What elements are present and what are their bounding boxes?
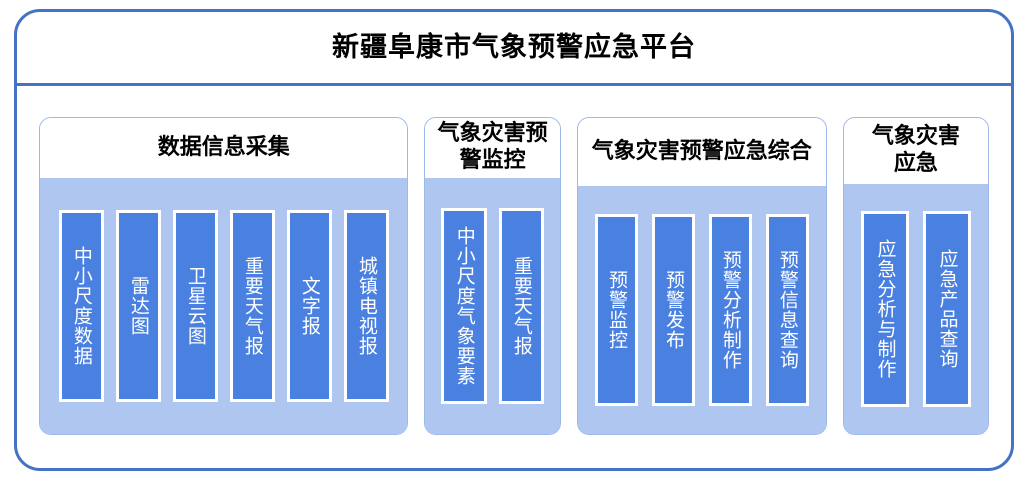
item-label: 中小尺度气象要素 bbox=[453, 226, 476, 386]
item-card[interactable]: 预警信息查询 bbox=[765, 214, 809, 406]
item-label: 预警监控 bbox=[605, 270, 628, 350]
item-label: 雷达图 bbox=[127, 276, 150, 336]
group-title: 气象灾害预 警监控 bbox=[437, 121, 548, 173]
group-body-disaster-emergency: 应急分析与制作 应急产品查询 bbox=[843, 184, 988, 434]
item-card[interactable]: 雷达图 bbox=[115, 210, 161, 402]
group-title: 气象灾害 应急 bbox=[871, 124, 960, 176]
group-body-warning-emergency-integrated: 预警监控 预警发布 预警分析制作 预警信息查询 bbox=[577, 186, 826, 434]
item-card[interactable]: 中小尺度数据 bbox=[58, 210, 104, 402]
page-title: 新疆阜康市气象预警应急平台 bbox=[332, 32, 696, 63]
group-title: 数据信息采集 bbox=[157, 134, 290, 160]
item-card[interactable]: 预警分析制作 bbox=[708, 214, 752, 406]
group-title: 气象灾害预警应急综合 bbox=[591, 138, 812, 164]
group-body-warning-monitoring: 中小尺度气象要素 重要天气报 bbox=[425, 178, 560, 434]
item-card[interactable]: 重要天气报 bbox=[498, 208, 544, 404]
group-header-data-collection: 数据信息采集 bbox=[40, 118, 408, 178]
item-label: 预警发布 bbox=[662, 270, 685, 350]
group-panel-warning-monitoring[interactable]: 气象灾害预 警监控 中小尺度气象要素 重要天气报 bbox=[424, 117, 561, 435]
group-header-warning-monitoring: 气象灾害预 警监控 bbox=[425, 118, 560, 178]
group-header-warning-emergency-integrated: 气象灾害预警应急综合 bbox=[577, 118, 826, 186]
item-label: 卫星云图 bbox=[184, 266, 207, 346]
group-header-disaster-emergency: 气象灾害 应急 bbox=[843, 118, 988, 184]
item-label: 重要天气报 bbox=[241, 256, 264, 356]
item-card[interactable]: 卫星云图 bbox=[172, 210, 218, 402]
title-bar: 新疆阜康市气象预警应急平台 bbox=[17, 12, 1011, 86]
item-label: 预警信息查询 bbox=[776, 250, 799, 370]
group-panel-disaster-emergency[interactable]: 气象灾害 应急 应急分析与制作 应急产品查询 bbox=[842, 117, 989, 435]
item-label: 城镇电视报 bbox=[355, 256, 378, 356]
item-card[interactable]: 预警监控 bbox=[594, 214, 638, 406]
group-panel-warning-emergency-integrated[interactable]: 气象灾害预警应急综合 预警监控 预警发布 预警分析制作 预警信息查询 bbox=[576, 117, 827, 435]
item-label: 应急产品查询 bbox=[936, 249, 959, 369]
item-card[interactable]: 城镇电视报 bbox=[343, 210, 389, 402]
group-panel-data-collection[interactable]: 数据信息采集 中小尺度数据 雷达图 卫星云图 重要天气报 bbox=[39, 117, 409, 435]
item-card[interactable]: 应急分析与制作 bbox=[860, 211, 909, 407]
item-label: 应急分析与制作 bbox=[874, 239, 897, 379]
groups-container: 数据信息采集 中小尺度数据 雷达图 卫星云图 重要天气报 bbox=[17, 86, 1011, 468]
item-card[interactable]: 预警发布 bbox=[651, 214, 695, 406]
item-label: 重要天气报 bbox=[510, 256, 533, 356]
item-card[interactable]: 文字报 bbox=[286, 210, 332, 402]
item-card[interactable]: 重要天气报 bbox=[229, 210, 275, 402]
item-label: 文字报 bbox=[298, 276, 321, 336]
item-card[interactable]: 应急产品查询 bbox=[922, 211, 971, 407]
item-card[interactable]: 中小尺度气象要素 bbox=[441, 208, 487, 404]
group-body-data-collection: 中小尺度数据 雷达图 卫星云图 重要天气报 文字报 城镇电视 bbox=[40, 178, 408, 434]
outer-frame: 新疆阜康市气象预警应急平台 数据信息采集 中小尺度数据 雷达图 卫星云图 bbox=[14, 9, 1014, 471]
item-label: 预警分析制作 bbox=[719, 250, 742, 370]
item-label: 中小尺度数据 bbox=[70, 246, 93, 366]
